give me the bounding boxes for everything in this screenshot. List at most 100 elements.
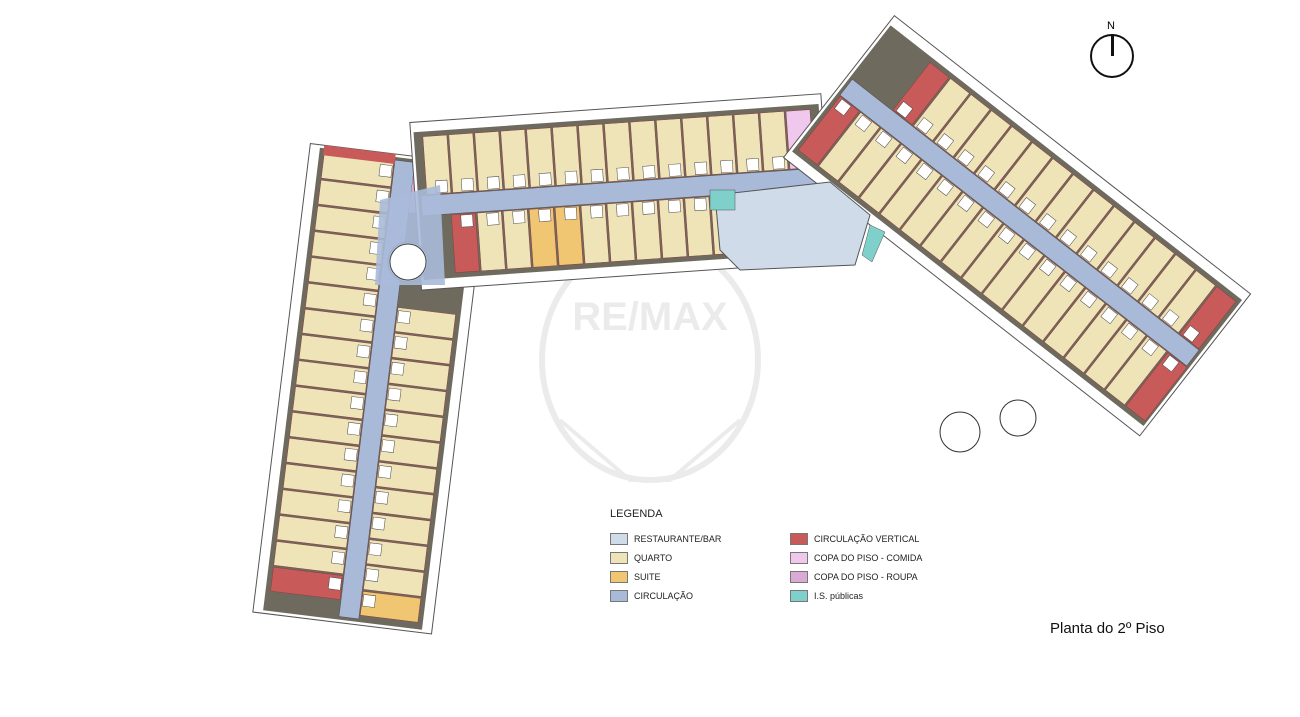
room	[604, 121, 633, 183]
bathroom	[396, 310, 411, 324]
bathroom	[343, 447, 358, 462]
bathroom	[331, 551, 346, 565]
bathroom	[486, 212, 500, 226]
bathroom	[350, 396, 365, 410]
bathroom	[460, 214, 474, 228]
bathroom	[1121, 322, 1139, 341]
bathroom	[564, 170, 578, 185]
room	[733, 112, 763, 173]
bathroom	[668, 163, 682, 177]
room	[276, 515, 350, 549]
bathroom	[1141, 293, 1159, 311]
bathroom	[998, 226, 1016, 245]
bathroom	[368, 542, 383, 557]
bathroom	[390, 361, 405, 376]
room	[630, 120, 659, 181]
room	[528, 207, 558, 268]
bathroom	[998, 181, 1016, 199]
bathroom	[895, 146, 913, 165]
bathroom	[346, 422, 361, 436]
bathroom	[337, 499, 352, 514]
bathroom	[957, 149, 975, 167]
bathroom	[694, 161, 708, 175]
bathroom	[365, 568, 380, 582]
bathroom	[340, 473, 355, 488]
room	[286, 437, 360, 471]
bathroom	[590, 168, 604, 183]
room	[658, 198, 688, 259]
bathroom	[616, 167, 630, 181]
bathroom	[590, 205, 604, 219]
bathroom	[720, 159, 734, 174]
bathroom	[936, 133, 955, 151]
room	[451, 212, 480, 273]
room	[474, 131, 503, 192]
legend-item: CIRCULAÇÃO	[610, 589, 790, 603]
bathroom	[772, 156, 786, 170]
bathroom	[359, 318, 374, 333]
corridor	[839, 78, 1200, 367]
bathroom	[356, 344, 371, 359]
room	[270, 566, 344, 600]
bathroom	[512, 210, 526, 224]
bathroom	[1018, 242, 1036, 261]
bathroom	[977, 165, 996, 183]
public-toilets	[861, 224, 886, 263]
bathroom	[1121, 277, 1139, 295]
room	[477, 211, 506, 272]
legend-label: CIRCULAÇÃO	[634, 591, 694, 601]
legend-item: CIRCULAÇÃO VERTICAL	[790, 532, 970, 546]
legend-swatch	[790, 552, 808, 564]
legend-item: RESTAURANTE/BAR	[610, 532, 790, 546]
compass-needle-icon	[1111, 34, 1114, 56]
legend-label: SUITE	[634, 572, 661, 582]
bathroom	[936, 178, 954, 197]
bathroom	[916, 117, 934, 135]
public-toilets	[709, 189, 736, 211]
bathroom	[916, 162, 934, 181]
bathroom	[538, 208, 552, 222]
room	[526, 127, 555, 188]
legend-item: SUITE	[610, 570, 790, 584]
bathroom	[667, 199, 681, 213]
bathroom	[362, 594, 377, 608]
legend-swatch	[610, 533, 628, 545]
room	[298, 334, 372, 368]
bathroom	[1162, 309, 1180, 327]
room	[305, 283, 379, 316]
legend-swatch	[790, 533, 808, 545]
bathroom	[834, 98, 852, 117]
legend-label: RESTAURANTE/BAR	[634, 534, 722, 544]
legend-label: QUARTO	[634, 553, 673, 563]
bathroom	[693, 197, 707, 212]
bathroom	[512, 174, 526, 188]
room	[656, 118, 685, 179]
bathroom	[538, 172, 552, 186]
room	[279, 489, 353, 523]
room	[707, 114, 737, 175]
bathroom	[387, 387, 402, 402]
bathroom	[374, 490, 389, 505]
circular-lobby-void	[389, 243, 427, 281]
bathroom	[1059, 274, 1077, 293]
room	[295, 360, 369, 394]
bathroom	[1100, 306, 1118, 325]
north-label: N	[1107, 20, 1115, 32]
room	[289, 412, 363, 446]
legend-item: COPA DO PISO - COMIDA	[790, 551, 970, 565]
bathroom	[1039, 213, 1057, 231]
bathroom	[327, 576, 342, 591]
room	[684, 196, 714, 257]
vertical-circulation	[323, 145, 396, 164]
bathroom	[1059, 229, 1077, 247]
bathroom	[334, 525, 349, 539]
room	[552, 125, 581, 186]
bathroom	[642, 201, 656, 215]
legend-label: COPA DO PISO - COMIDA	[814, 553, 923, 563]
restaurant-bar	[714, 181, 871, 271]
bathroom	[377, 465, 392, 479]
bathroom	[384, 413, 399, 428]
legend-swatch	[610, 571, 628, 583]
bathroom	[1182, 325, 1200, 343]
